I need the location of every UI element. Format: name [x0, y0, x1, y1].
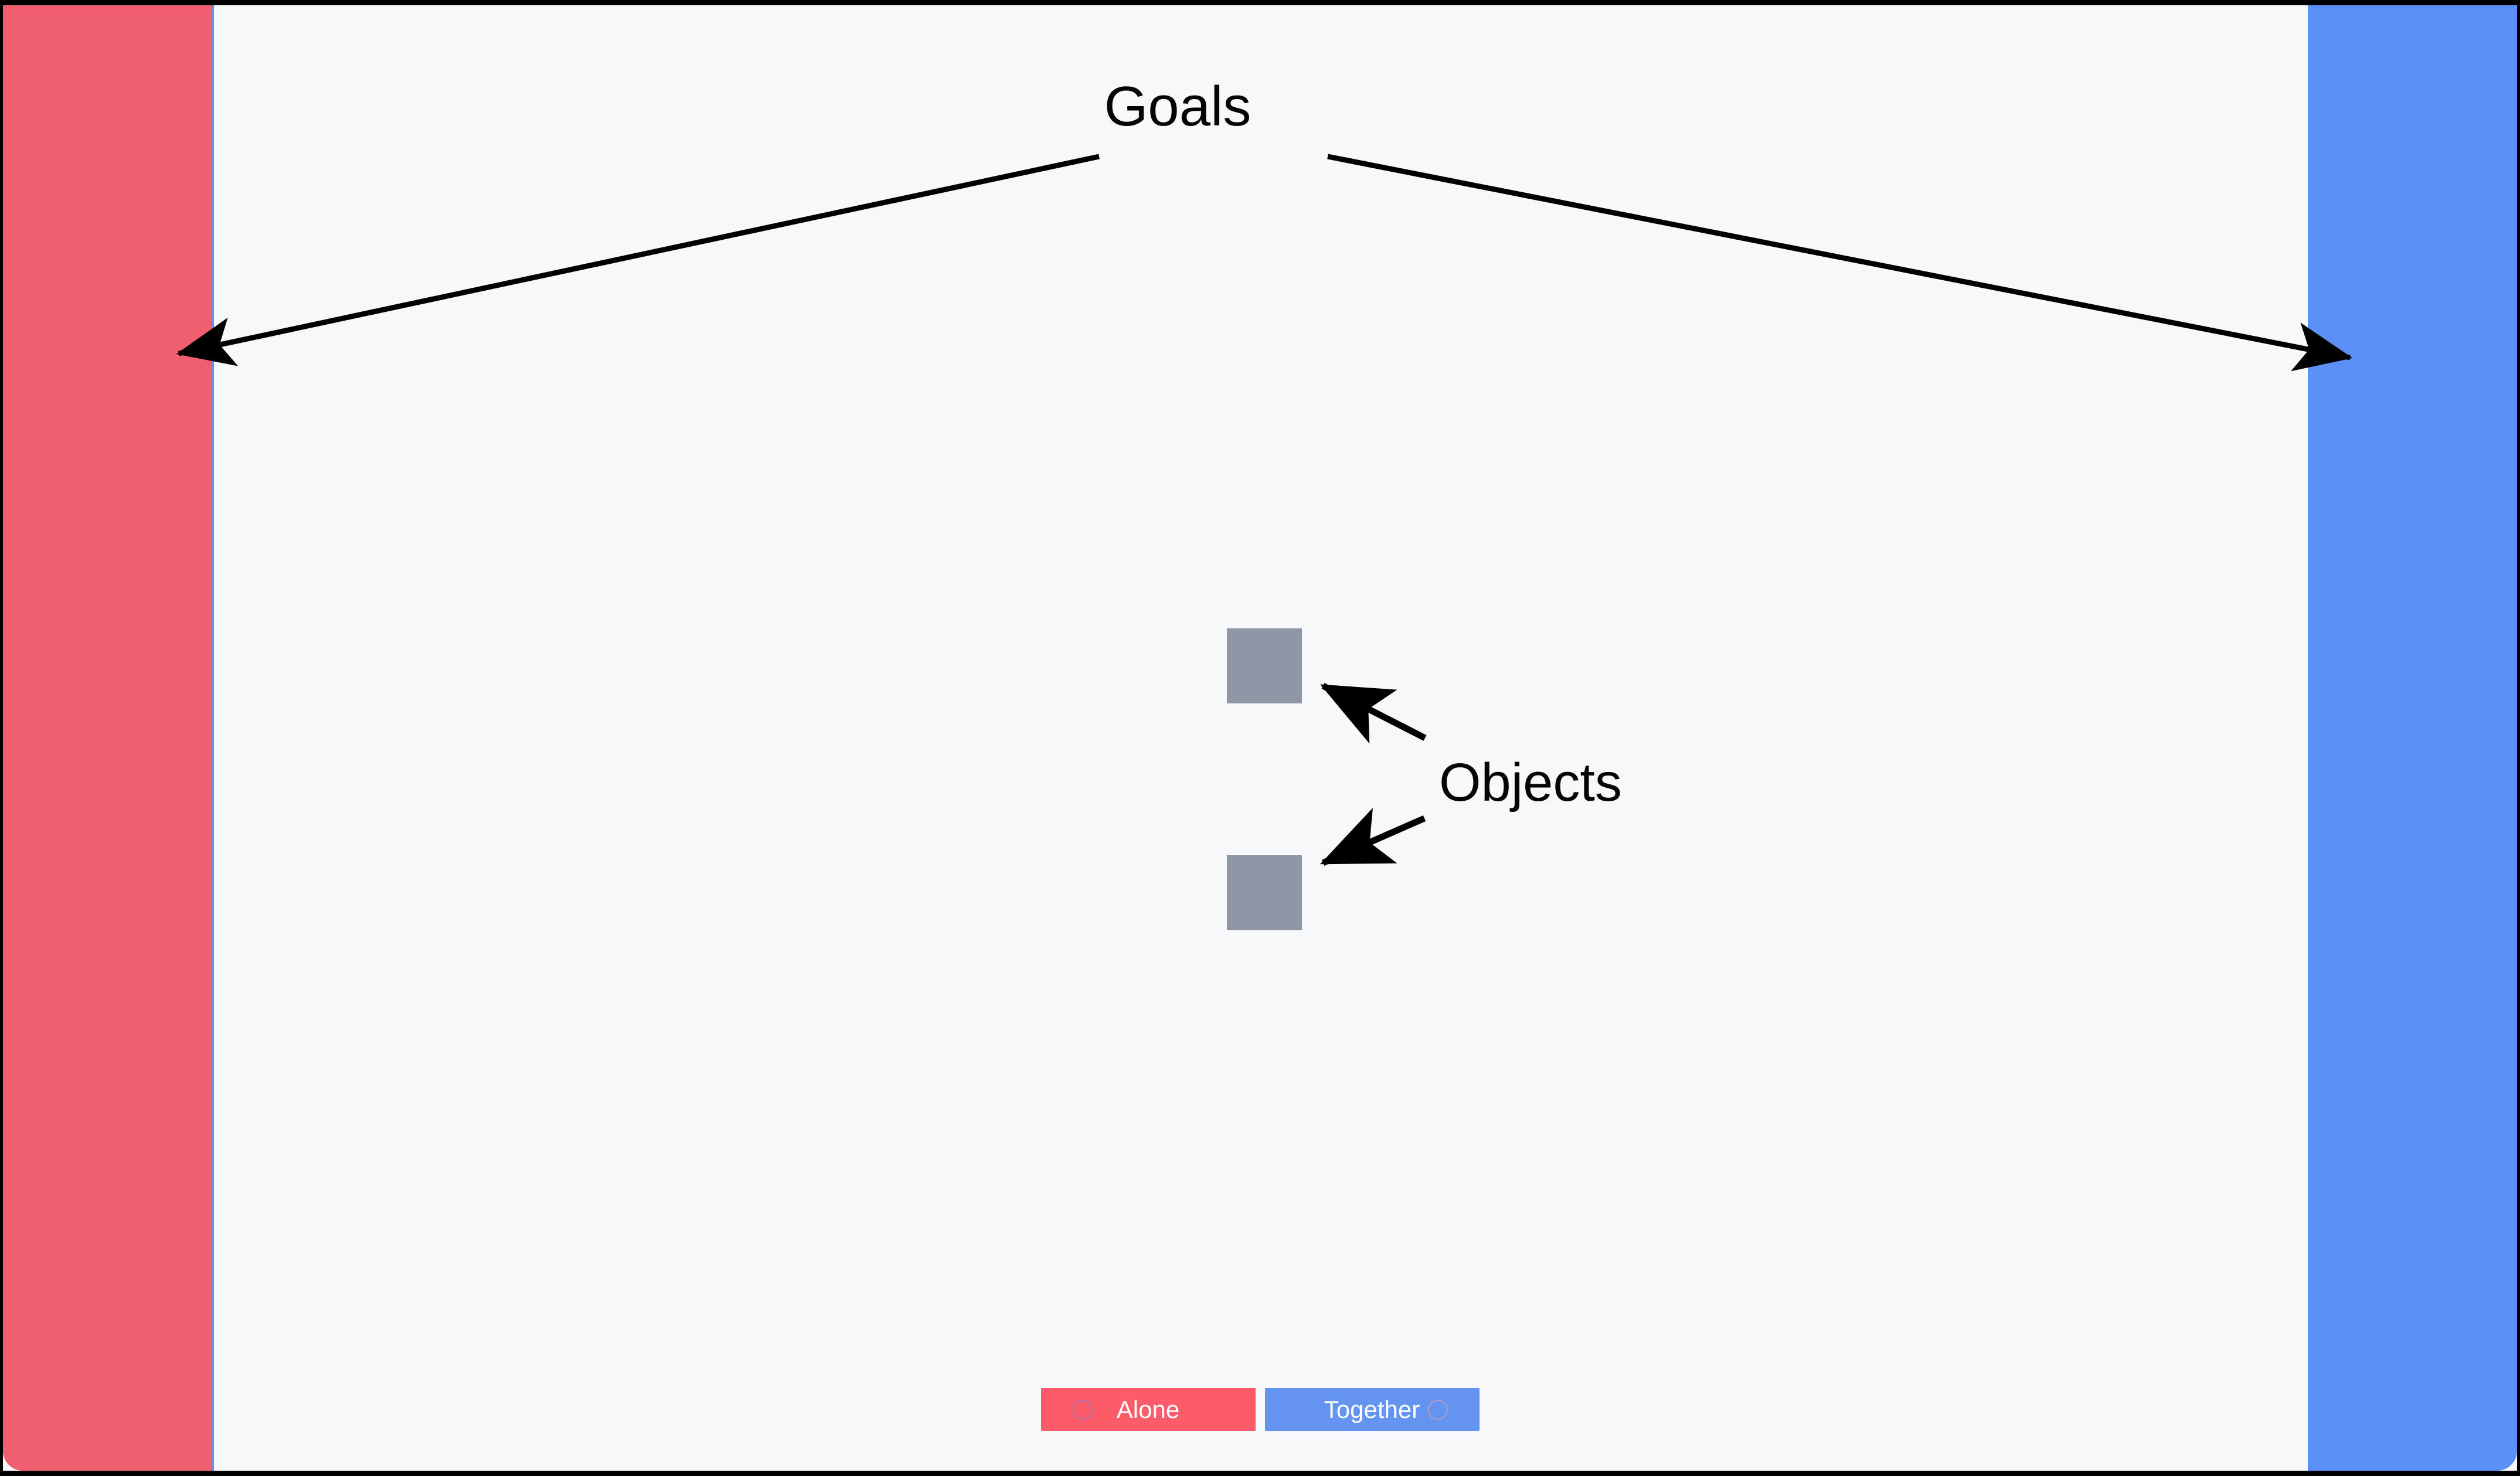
scene-canvas: Goals Objects Alone Together: [3, 5, 2517, 1471]
arrow-objects-to-lower-object: [1319, 808, 1426, 866]
right-goal-zone[interactable]: [2308, 5, 2517, 1471]
together-button-label: Together: [1324, 1396, 1420, 1423]
circle-marker-icon: [1427, 1399, 1448, 1420]
together-button[interactable]: Together: [1264, 1388, 1480, 1431]
arrow-goals-to-left-zone: [176, 154, 1100, 366]
circle-marker-icon: [1072, 1399, 1093, 1420]
left-goal-zone[interactable]: [3, 5, 214, 1471]
objects-label: Objects: [1439, 753, 1622, 812]
choice-button-bar: Alone Together: [3, 1388, 2517, 1431]
arrow-objects-to-upper-object: [1320, 683, 1427, 744]
goals-label: Goals: [1104, 75, 1252, 138]
upper-object[interactable]: [1227, 628, 1302, 703]
alone-button[interactable]: Alone: [1040, 1388, 1256, 1431]
alone-button-label: Alone: [1116, 1396, 1180, 1423]
arrow-goals-to-right-zone: [1327, 154, 2353, 372]
lower-object[interactable]: [1227, 855, 1302, 930]
annotation-arrows: [176, 154, 2353, 866]
